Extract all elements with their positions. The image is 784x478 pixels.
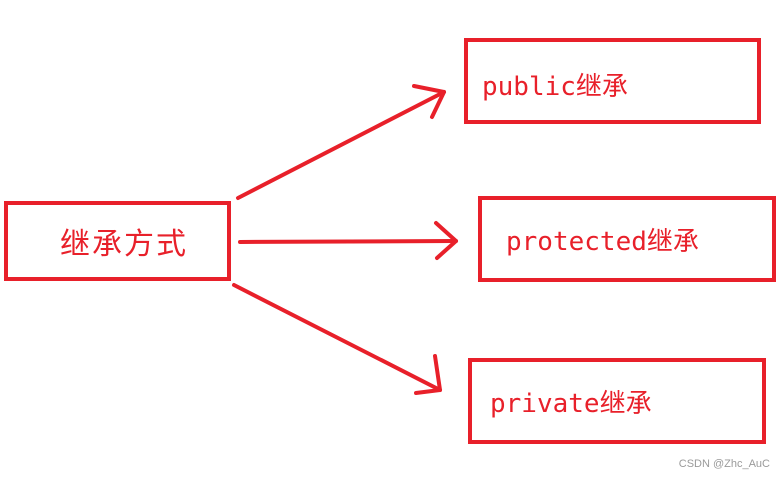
public-inheritance-box: public继承 (464, 38, 761, 124)
protected-inheritance-label: protected继承 (506, 226, 699, 257)
inheritance-mode-box: 继承方式 (4, 201, 231, 281)
inheritance-mode-label: 继承方式 (60, 227, 188, 262)
arrow-to-public (236, 84, 446, 200)
private-inheritance-label: private继承 (490, 388, 652, 419)
arrow-to-protected (238, 221, 458, 260)
arrow-to-protected-head (434, 221, 458, 260)
private-inheritance-box: private继承 (468, 358, 766, 444)
arrow-to-private-head (414, 354, 442, 395)
arrow-to-private (232, 283, 442, 395)
arrow-to-protected-line (238, 239, 458, 244)
watermark-text: CSDN @Zhc_AuC (678, 458, 770, 470)
protected-inheritance-box: protected继承 (478, 196, 776, 282)
arrow-to-public-head (412, 84, 446, 119)
public-inheritance-label: public继承 (482, 72, 628, 102)
arrow-to-private-line (232, 283, 442, 392)
arrow-to-public-line (236, 90, 446, 200)
